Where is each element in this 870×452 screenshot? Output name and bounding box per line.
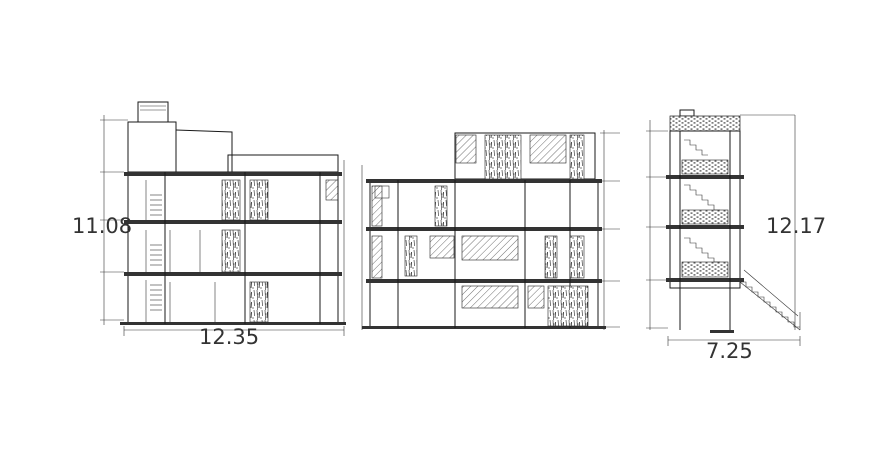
right-frame (669, 130, 741, 289)
stair-headroom (127, 121, 177, 173)
middle-section (361, 130, 620, 330)
left-height-label: 11.08 (72, 214, 132, 238)
right-height-label: 12.17 (766, 214, 826, 238)
left-width-label: 12.35 (199, 325, 259, 349)
water-tank (137, 101, 169, 123)
right-width-label: 7.25 (706, 339, 753, 363)
left-elevation: 12.35 11.08 (72, 101, 346, 349)
right-elevation: 7.25 12.17 (646, 109, 826, 363)
roof-vent (679, 109, 695, 117)
parapet-brick (669, 115, 741, 132)
